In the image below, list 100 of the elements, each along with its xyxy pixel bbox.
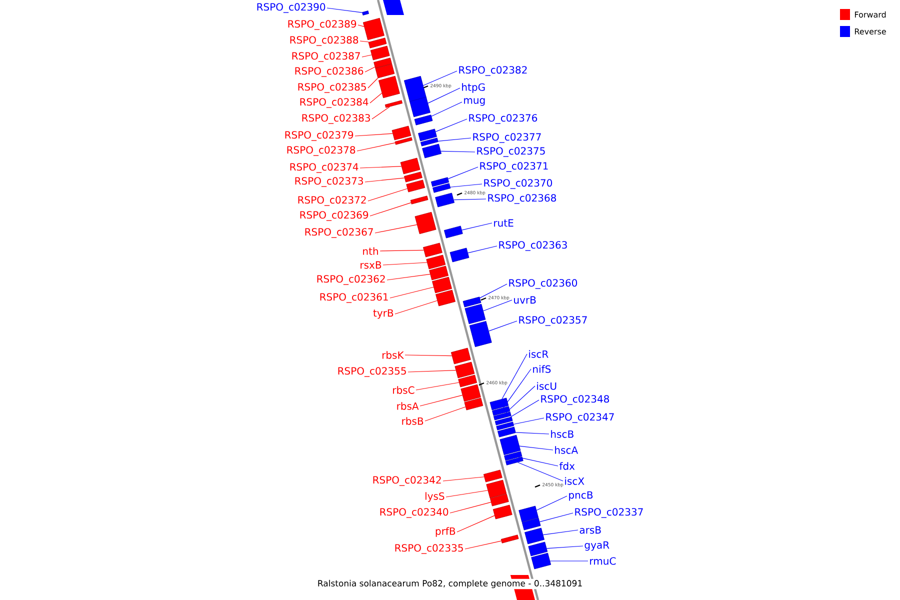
leader-line [456, 515, 495, 532]
gene-label: RSPO_c02377 [473, 133, 541, 143]
gene-label: RSPO_c02376 [469, 114, 538, 124]
leader-line [448, 166, 478, 180]
leader-line [440, 150, 476, 152]
gene-block [462, 296, 482, 308]
gene-label: RSPO_c02360 [509, 279, 578, 289]
gene-label: mug [464, 98, 485, 106]
leader-line [519, 446, 554, 450]
leader-line [506, 386, 536, 414]
gene-label: pncB [569, 491, 593, 501]
leader-line [428, 88, 460, 104]
gene-block [362, 10, 369, 16]
gene-block [458, 374, 478, 388]
gene-label: RSPO_c02362 [317, 275, 385, 285]
leader-line [450, 502, 492, 514]
leader-line [453, 198, 486, 200]
gene-block [494, 416, 513, 426]
leader-line [360, 166, 402, 168]
gene-label: RSPO_c02337 [575, 508, 643, 518]
gene-label: prfB [436, 527, 456, 537]
legend-label: Forward [855, 11, 886, 18]
leader-line [442, 476, 484, 482]
gene-block [374, 58, 392, 68]
gene-label: rbsK [382, 351, 404, 359]
gene-block [490, 494, 509, 506]
gene-block [483, 470, 502, 482]
gene-label: RSPO_c02357 [519, 316, 587, 326]
leader-line [368, 188, 408, 202]
leader-line [502, 354, 528, 400]
leader-line [503, 368, 532, 408]
leader-line [408, 370, 456, 372]
gene-label: RSPO_c02347 [546, 413, 614, 423]
gene-label: hscA [555, 446, 578, 454]
gene-label: rsxB [360, 261, 382, 269]
leader-line [356, 142, 396, 152]
leader-line [536, 496, 568, 511]
gene-label: uvrB [514, 296, 536, 304]
leader-line [390, 286, 434, 298]
leader-line [394, 300, 438, 314]
leader-line [368, 78, 378, 88]
gene-block [435, 192, 454, 208]
leader-line [364, 66, 376, 72]
gene-label: RSPO_c02342 [373, 476, 441, 486]
gene-label: RSPO_c02382 [459, 66, 527, 76]
gene-label: lysS [426, 492, 444, 502]
leader-line [550, 560, 588, 562]
gene-label: rmuC [590, 557, 616, 565]
gene-label: RSPO_c02335 [395, 544, 463, 554]
gene-label: RSPO_c02383 [302, 114, 370, 124]
leader-line [420, 394, 463, 406]
leader-line [468, 246, 498, 254]
gene-block [426, 254, 446, 270]
gene-label: RSPO_c02373 [295, 177, 363, 187]
gene-label: RSPO_c02361 [320, 293, 388, 303]
caption: Ralstonia solanacearum Po82, complete genome - 0..3481091 [316, 578, 584, 590]
gene-label: tyrB [373, 309, 394, 319]
gene-label: nifS [533, 365, 551, 373]
gene-block [429, 266, 448, 280]
gene-label: RSPO_c02355 [338, 367, 406, 377]
gene-label: iscX [565, 477, 584, 485]
gene-block [493, 412, 512, 420]
gene-block [368, 38, 387, 48]
leader-line [488, 320, 518, 332]
gene-block [404, 172, 422, 182]
gene-block [432, 276, 452, 294]
gene-label: RSPO_c02367 [305, 228, 373, 238]
gene-block [418, 128, 437, 142]
gene-label: RSPO_c02363 [499, 241, 567, 251]
gene-block [500, 534, 519, 544]
gene-label: RSPO_c02385 [298, 83, 366, 93]
gene-label: htpG [462, 83, 485, 93]
gene-block [454, 362, 475, 378]
gene-block [460, 384, 481, 402]
leader-line [370, 202, 412, 216]
leader-line [539, 512, 574, 522]
leader-line [404, 354, 452, 356]
gene-block [504, 451, 522, 461]
leader-line [542, 530, 578, 536]
gene-block [423, 242, 442, 258]
leader-line [416, 382, 460, 390]
gene-label: RSPO_c02372 [298, 196, 366, 206]
gene-block [505, 456, 524, 466]
gene-block [432, 183, 451, 193]
leader-line [438, 138, 472, 142]
gene-label: arsB [580, 526, 601, 534]
gene-label: RSPO_c02340 [380, 508, 448, 518]
leader-line [360, 40, 370, 42]
gene-label: RSPO_c02379 [285, 131, 354, 141]
gene-block [469, 321, 492, 348]
gene-block [394, 137, 412, 145]
gene-block [375, 64, 395, 78]
leader-line [480, 284, 508, 298]
leader-line [370, 92, 382, 104]
gene-block [522, 518, 541, 530]
leader-line [516, 432, 550, 434]
gene-label: RSPO_c02370 [484, 179, 552, 189]
gene-block [422, 144, 442, 158]
leader-line [424, 406, 466, 422]
gene-block [410, 196, 428, 204]
